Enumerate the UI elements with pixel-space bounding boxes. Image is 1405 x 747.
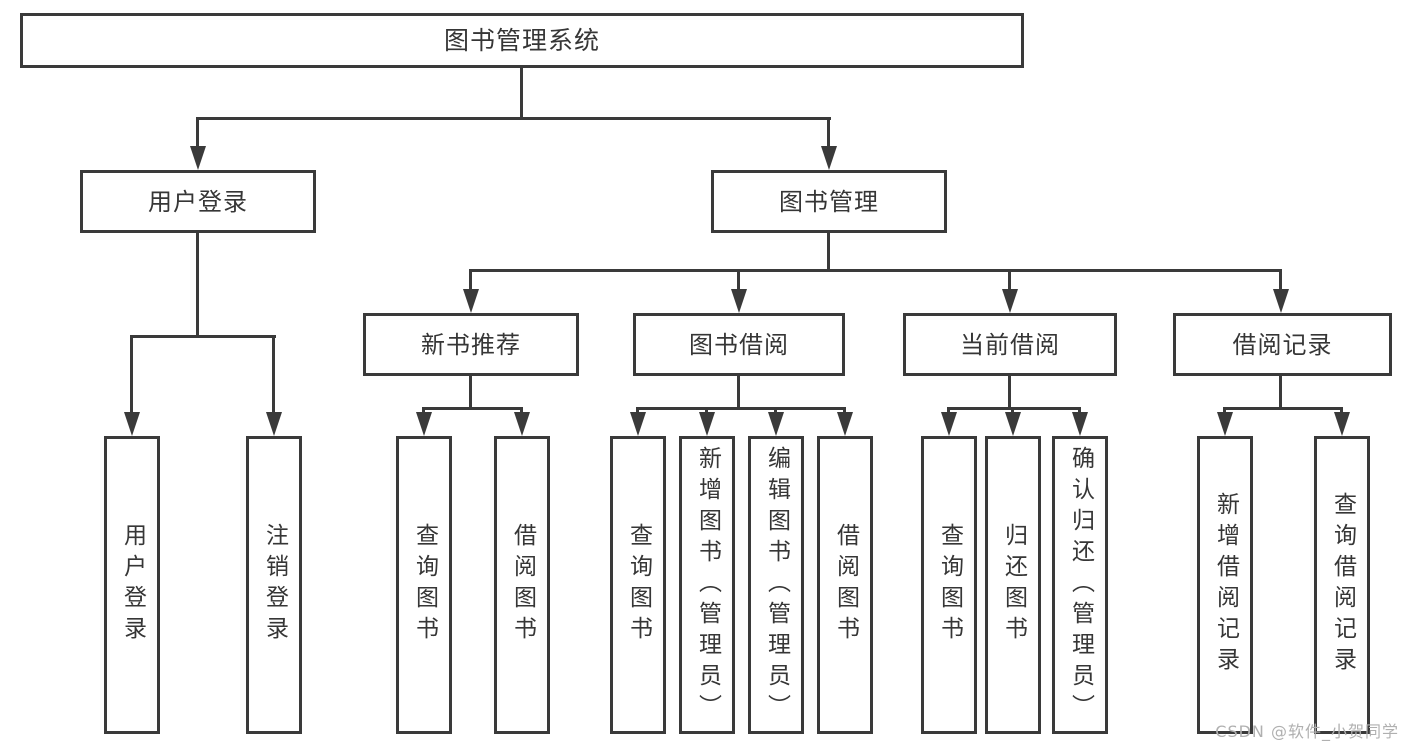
leaf-borrow-books: 借阅图书	[817, 436, 873, 734]
leaf-confirm-return-admin-label: 确认归还（管理员）	[1067, 445, 1094, 725]
node-root: 图书管理系统	[20, 13, 1024, 68]
connector-arrow-down	[941, 407, 957, 436]
connector-line	[470, 269, 1282, 272]
leaf-borrow-books-recommend: 借阅图书	[494, 436, 550, 734]
connector-arrow-down	[1072, 407, 1088, 436]
leaf-add-borrow-record-label: 新增借阅记录	[1212, 492, 1239, 678]
csdn-watermark: CSDN @软件_小贺同学	[1215, 722, 1399, 741]
connector-arrow-down	[1002, 269, 1018, 313]
connector-arrow-down	[463, 269, 479, 313]
leaf-query-borrow-record: 查询借阅记录	[1314, 436, 1370, 734]
node-new-book-recommendation: 新书推荐	[363, 313, 579, 376]
connector-arrow-down	[190, 117, 206, 170]
node-user-login-label: 用户登录	[148, 187, 248, 216]
node-user-login: 用户登录	[80, 170, 316, 233]
leaf-query-books-borrowing-label: 查询图书	[625, 523, 652, 647]
connector-line	[423, 407, 523, 410]
connector-arrow-down	[1273, 269, 1289, 313]
connector-arrow-down	[1334, 407, 1350, 436]
leaf-logout: 注销登录	[246, 436, 302, 734]
connector-line	[131, 335, 276, 338]
connector-arrow-down	[768, 407, 784, 436]
node-book-borrowing: 图书借阅	[633, 313, 845, 376]
connector-line	[1008, 376, 1011, 410]
node-borrowing-records: 借阅记录	[1173, 313, 1392, 376]
connector-line	[196, 233, 199, 338]
connector-arrow-down	[266, 335, 282, 436]
node-borrowing-records-label: 借阅记录	[1232, 330, 1333, 359]
connector-arrow-down	[731, 269, 747, 313]
connector-line	[1224, 407, 1343, 410]
leaf-add-borrow-record: 新增借阅记录	[1197, 436, 1253, 734]
leaf-borrow-books-label: 借阅图书	[832, 523, 859, 647]
node-current-borrowing-label: 当前借阅	[960, 330, 1060, 359]
connector-arrow-down	[630, 407, 646, 436]
leaf-return-books: 归还图书	[985, 436, 1041, 734]
connector-arrow-down	[1005, 407, 1021, 436]
node-root-label: 图书管理系统	[443, 26, 600, 55]
connector-arrow-down	[124, 335, 140, 436]
leaf-query-books-recommend-label: 查询图书	[411, 523, 438, 647]
node-book-management: 图书管理	[711, 170, 947, 233]
connector-arrow-down	[1217, 407, 1233, 436]
connector-line	[520, 68, 523, 119]
connector-line	[737, 376, 740, 410]
leaf-query-books-current-label: 查询图书	[936, 523, 963, 647]
leaf-query-borrow-record-label: 查询借阅记录	[1329, 492, 1356, 678]
connector-arrow-down	[837, 407, 853, 436]
connector-arrow-down	[821, 117, 837, 170]
connector-arrow-down	[699, 407, 715, 436]
node-new-book-recommendation-label: 新书推荐	[421, 330, 521, 359]
leaf-add-book-admin-label: 新增图书（管理员）	[694, 445, 721, 725]
leaf-query-books-borrowing: 查询图书	[610, 436, 666, 734]
leaf-query-books-recommend: 查询图书	[396, 436, 452, 734]
connector-arrow-down	[514, 407, 530, 436]
connector-line	[1279, 376, 1282, 410]
leaf-add-book-admin: 新增图书（管理员）	[679, 436, 735, 734]
leaf-user-login-label: 用户登录	[119, 523, 146, 647]
node-book-borrowing-label: 图书借阅	[689, 330, 789, 359]
connector-line	[197, 117, 831, 120]
leaf-borrow-books-recommend-label: 借阅图书	[509, 523, 536, 647]
connector-arrow-down	[416, 407, 432, 436]
leaf-user-login: 用户登录	[104, 436, 160, 734]
connector-line	[469, 376, 472, 410]
node-book-management-label: 图书管理	[779, 187, 879, 216]
leaf-return-books-label: 归还图书	[1000, 523, 1027, 647]
connector-line	[827, 233, 830, 271]
leaf-logout-label: 注销登录	[261, 523, 288, 647]
leaf-confirm-return-admin: 确认归还（管理员）	[1052, 436, 1108, 734]
leaf-query-books-current: 查询图书	[921, 436, 977, 734]
leaf-edit-book-admin: 编辑图书（管理员）	[748, 436, 804, 734]
node-current-borrowing: 当前借阅	[903, 313, 1117, 376]
connector-line	[948, 407, 1081, 410]
leaf-edit-book-admin-label: 编辑图书（管理员）	[763, 445, 790, 725]
connector-line	[637, 407, 846, 410]
